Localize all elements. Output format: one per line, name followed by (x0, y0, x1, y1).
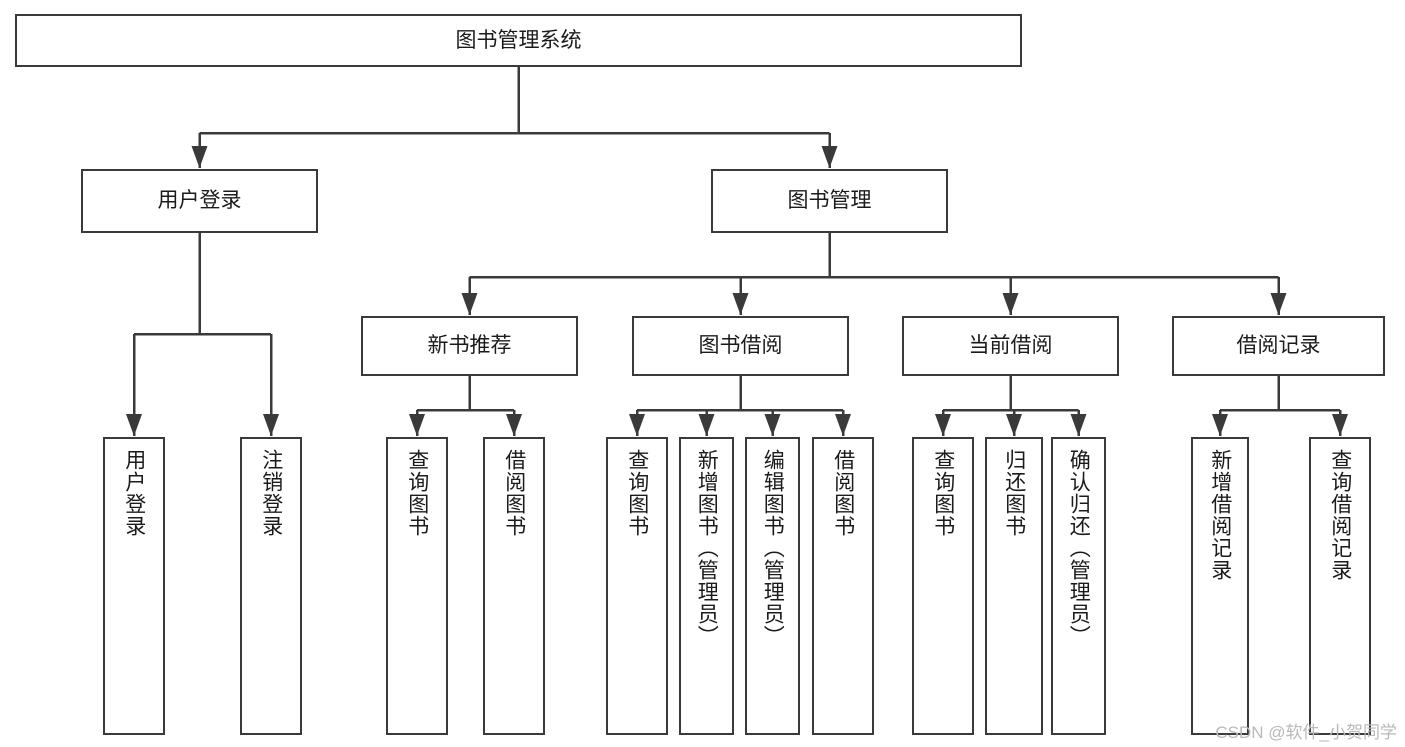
node-label: 注销登录 (259, 449, 283, 537)
node-leaf-query-book-3[interactable]: 查询图书 (912, 437, 974, 735)
node-label: 借阅图书 (502, 449, 526, 537)
node-leaf-edit-book[interactable]: 编辑图书（管理员） (745, 437, 800, 735)
node-leaf-add-book[interactable]: 新增图书（管理员） (679, 437, 734, 735)
node-leaf-user-login[interactable]: 用户登录 (103, 437, 165, 735)
node-label: 确认归还（管理员） (1067, 449, 1091, 647)
node-label: 查询借阅记录 (1328, 449, 1352, 581)
watermark-text: CSDN @软件_小贺同学 (1215, 723, 1397, 742)
node-label: 查询图书 (931, 449, 955, 537)
node-label: 归还图书 (1002, 449, 1026, 537)
node-label: 当前借阅 (968, 334, 1053, 358)
node-label: 查询图书 (405, 449, 429, 537)
node-borrow-record[interactable]: 借阅记录 (1172, 316, 1385, 376)
node-current-borrow[interactable]: 当前借阅 (902, 316, 1119, 376)
node-leaf-return-book[interactable]: 归还图书 (985, 437, 1043, 735)
node-leaf-query-book-2[interactable]: 查询图书 (606, 437, 668, 735)
node-root[interactable]: 图书管理系统 (15, 14, 1022, 67)
node-label: 查询图书 (625, 449, 649, 537)
node-label: 新增借阅记录 (1208, 449, 1232, 581)
node-book-borrow[interactable]: 图书借阅 (632, 316, 849, 376)
node-label: 图书借阅 (698, 334, 783, 358)
node-book-manage[interactable]: 图书管理 (711, 169, 948, 233)
node-label: 新书推荐 (427, 334, 512, 358)
node-leaf-borrow-book-1[interactable]: 借阅图书 (483, 437, 545, 735)
node-leaf-query-book-1[interactable]: 查询图书 (386, 437, 448, 735)
node-label: 用户登录 (157, 189, 242, 213)
node-label: 图书管理系统 (455, 28, 582, 52)
node-label: 借阅图书 (831, 449, 855, 537)
node-label: 编辑图书（管理员） (761, 449, 785, 647)
node-new-book-rec[interactable]: 新书推荐 (361, 316, 578, 376)
node-label: 图书管理 (787, 189, 872, 213)
node-label: 借阅记录 (1236, 334, 1321, 358)
node-leaf-query-record[interactable]: 查询借阅记录 (1309, 437, 1371, 735)
node-leaf-borrow-book-2[interactable]: 借阅图书 (812, 437, 874, 735)
node-leaf-add-record[interactable]: 新增借阅记录 (1191, 437, 1249, 735)
node-user-login[interactable]: 用户登录 (81, 169, 318, 233)
node-label: 新增图书（管理员） (695, 449, 719, 647)
node-leaf-logout[interactable]: 注销登录 (240, 437, 302, 735)
node-label: 用户登录 (122, 449, 146, 537)
node-leaf-confirm-return[interactable]: 确认归还（管理员） (1051, 437, 1106, 735)
